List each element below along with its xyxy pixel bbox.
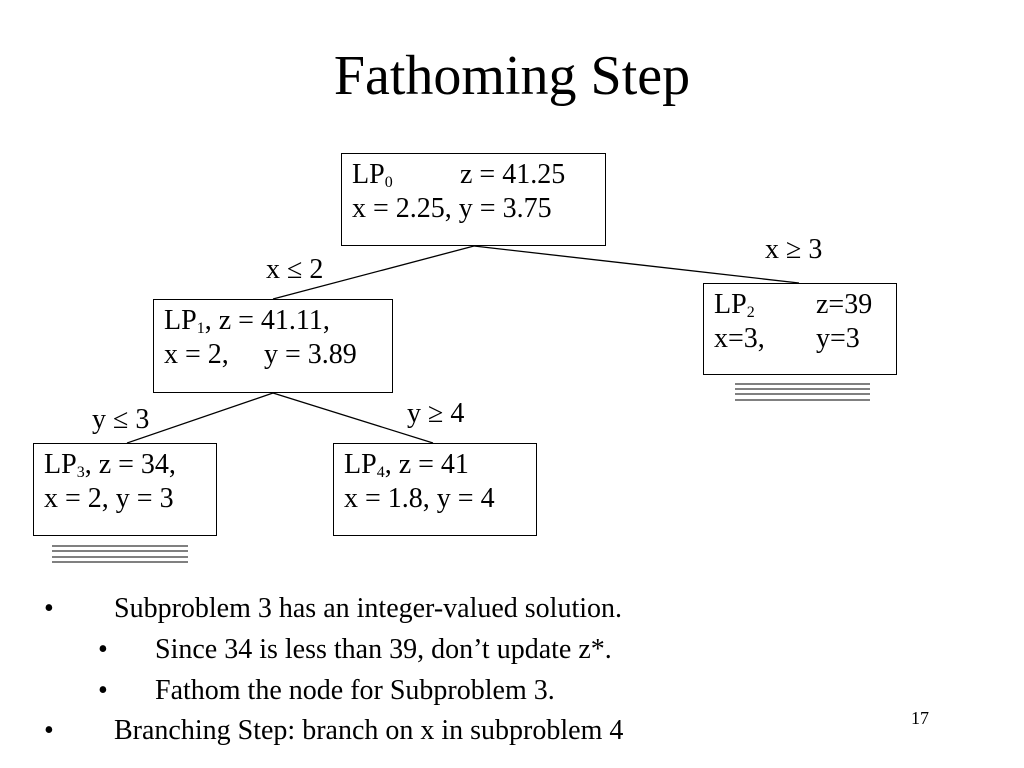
bullet-text-3: Fathom the node for Subproblem 3. xyxy=(155,675,555,706)
node-lp4-sub: 4 xyxy=(376,464,385,481)
branch-label-y-le-3: y ≤ 3 xyxy=(92,404,150,435)
fathom-mark-lp3 xyxy=(52,545,188,563)
branch-label-x-ge-3: x ≥ 3 xyxy=(765,234,823,265)
node-lp1-x: x = 2, xyxy=(164,339,229,370)
bullet-item-3: • Fathom the node for Subproblem 3. xyxy=(98,674,555,708)
branch-label-y-ge-4: y ≥ 4 xyxy=(407,398,465,429)
node-lp0-z: z = 41.25 xyxy=(460,159,566,190)
edge-lp1-lp4 xyxy=(272,392,434,444)
node-lp2-y: y=3 xyxy=(816,323,860,354)
bullet-item-1: • Subproblem 3 has an integer-valued sol… xyxy=(44,592,622,626)
node-lp4-z: , z = 41 xyxy=(384,449,469,480)
bullet-text-4: Branching Step: branch on x in subproble… xyxy=(114,715,624,746)
node-lp2-x: x=3, xyxy=(714,323,765,354)
node-lp2: LP2 z=39 x=3, y=3 xyxy=(703,283,897,375)
edge-lp0-lp1 xyxy=(272,245,475,300)
node-lp1-name: LP xyxy=(164,305,197,336)
node-lp3-solution: x = 2, y = 3 xyxy=(44,483,174,514)
node-lp3-z: , z = 34, xyxy=(84,449,176,480)
bullet-marker-1: • xyxy=(44,593,54,624)
bullet-item-2: • Since 34 is less than 39, don’t update… xyxy=(98,633,612,667)
node-lp3: LP3, z = 34, x = 2, y = 3 xyxy=(33,443,217,536)
node-lp0: LP0 z = 41.25 x = 2.25, y = 3.75 xyxy=(341,153,606,246)
node-lp2-sub: 2 xyxy=(746,304,755,321)
node-lp2-z: z=39 xyxy=(816,289,873,320)
node-lp0-name: LP xyxy=(352,159,385,190)
node-lp4-name: LP xyxy=(344,449,377,480)
node-lp3-sub: 3 xyxy=(76,464,85,481)
node-lp0-solution: x = 2.25, y = 3.75 xyxy=(352,193,552,224)
node-lp0-sub: 0 xyxy=(384,174,393,191)
node-lp4: LP4, z = 41 x = 1.8, y = 4 xyxy=(333,443,537,536)
fathom-mark-lp2 xyxy=(735,383,870,401)
node-lp2-name: LP xyxy=(714,289,747,320)
bullet-text-1: Subproblem 3 has an integer-valued solut… xyxy=(114,593,623,624)
node-lp1-z: , z = 41.11, xyxy=(204,305,330,336)
bullet-item-4: • Branching Step: branch on x in subprob… xyxy=(44,714,623,748)
branch-label-x-le-2: x ≤ 2 xyxy=(266,254,324,285)
bullet-text-2: Since 34 is less than 39, don’t update z… xyxy=(155,634,612,665)
bullet-marker-2: • xyxy=(98,634,108,665)
slide-title: Fathoming Step xyxy=(333,45,691,107)
bullet-marker-3: • xyxy=(98,675,108,706)
node-lp4-solution: x = 1.8, y = 4 xyxy=(344,483,495,514)
node-lp1-sub: 1 xyxy=(196,320,205,337)
edge-lp1-lp3 xyxy=(126,392,274,444)
edge-lp0-lp2 xyxy=(473,245,800,284)
node-lp3-name: LP xyxy=(44,449,77,480)
node-lp1-y: y = 3.89 xyxy=(264,339,357,370)
node-lp1: LP1, z = 41.11, x = 2, y = 3.89 xyxy=(153,299,393,393)
page-number: 17 xyxy=(911,708,929,728)
bullet-marker-4: • xyxy=(44,715,54,746)
